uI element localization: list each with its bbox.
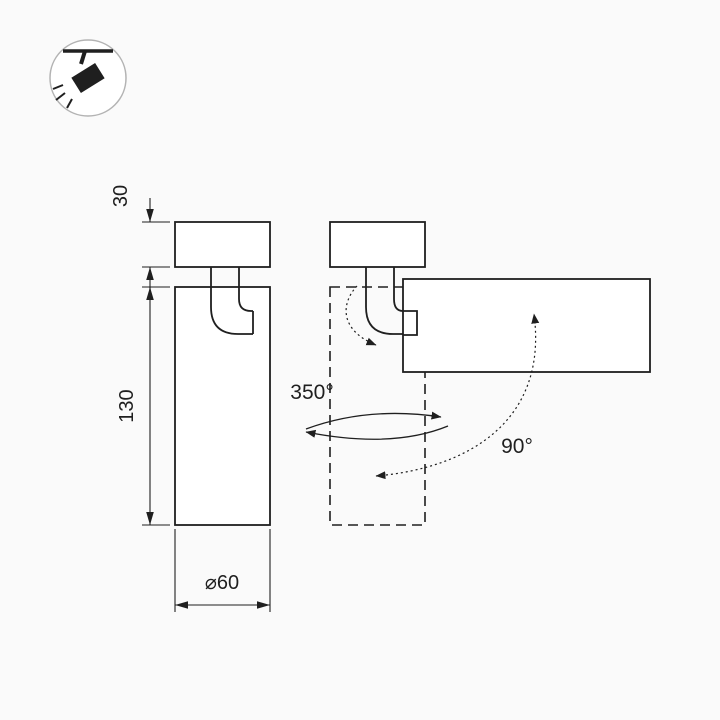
pan-rotation-arc-top	[305, 411, 442, 430]
tilt-rotation-arc	[375, 313, 540, 480]
fixture-base	[174, 221, 271, 268]
pan-rotation-arc-bottom	[305, 425, 449, 440]
dimension-diameter: ⌀60	[174, 529, 271, 612]
dimension-label-diameter: ⌀60	[205, 572, 239, 594]
pan-angle-label: 350°	[290, 381, 333, 404]
pivot-rotation-arc	[345, 285, 377, 346]
dimension-base-height: 30	[110, 185, 170, 291]
dimension-label-base-height: 30	[110, 185, 132, 207]
swivel-arm-outer-side	[365, 267, 403, 335]
fixture-rotation-view: 350° 90°	[290, 221, 651, 526]
dimension-body-height: 130	[116, 286, 170, 526]
swivel-arm-inner-side	[393, 267, 404, 312]
product-type-badge	[49, 39, 127, 117]
tilt-angle-label: 90°	[501, 435, 533, 458]
fixture-front-view	[174, 221, 271, 526]
body-rotated-horizontal	[402, 278, 651, 373]
track-spotlight-icon	[52, 49, 113, 109]
fixture-base-side	[329, 221, 426, 268]
swivel-arm-outer	[210, 267, 253, 335]
swivel-arm-inner	[238, 267, 253, 312]
fixture-body	[174, 286, 271, 526]
dimension-label-body-height: 130	[116, 389, 138, 422]
